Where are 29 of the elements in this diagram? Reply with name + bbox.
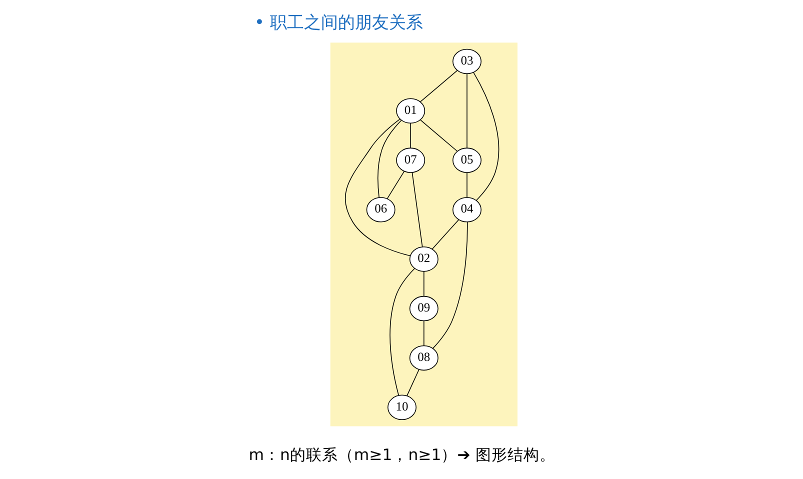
connector <box>406 369 419 396</box>
node-ellipse: 01 <box>396 98 425 124</box>
connector <box>377 120 402 198</box>
connector <box>466 73 467 148</box>
caption: m：n的联系（m≥1，n≥1）➔ 图形结构。 <box>248 444 555 464</box>
connector <box>389 268 414 396</box>
connector <box>423 271 424 297</box>
node-ellipse: 03 <box>452 48 481 74</box>
connector <box>420 120 458 152</box>
node-ellipse: 06 <box>366 197 395 222</box>
node-ellipse: 02 <box>408 246 438 272</box>
connector <box>423 320 424 346</box>
connector <box>419 70 458 102</box>
node-ellipse: 10 <box>387 394 416 420</box>
connector <box>344 118 410 256</box>
cluster <box>330 42 517 426</box>
node-ellipse: 08 <box>408 345 438 371</box>
connector <box>411 172 422 248</box>
node-ellipse: 04 <box>452 197 481 222</box>
label: • <box>254 12 264 33</box>
connector <box>432 222 468 349</box>
diagram-title: 职工之间的朋友关系 <box>270 12 423 33</box>
connector <box>472 72 499 201</box>
node-ellipse: 07 <box>396 148 425 173</box>
connector <box>431 219 459 250</box>
node-ellipse: 05 <box>452 148 481 173</box>
node-ellipse: 09 <box>408 296 438 322</box>
connector <box>386 170 404 200</box>
connector <box>466 172 467 198</box>
